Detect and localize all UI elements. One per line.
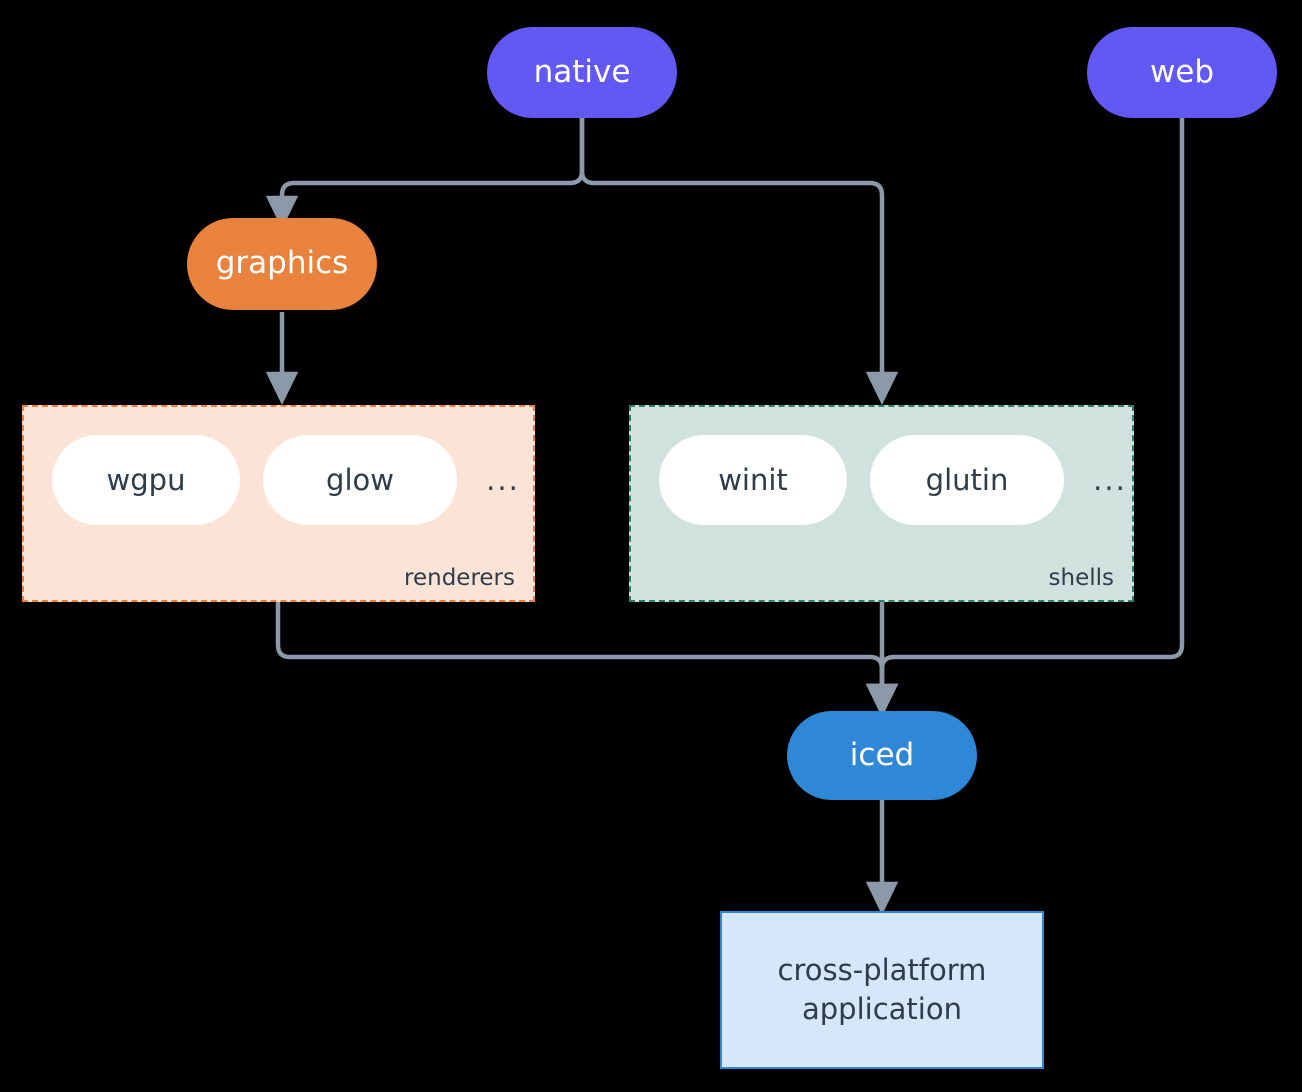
leaf-glutin[interactable]: glutin xyxy=(870,435,1064,525)
edge-renderers-to-iced xyxy=(275,601,899,718)
group-shells-caption: shells xyxy=(1049,565,1114,591)
group-shells: winit glutin ... shells xyxy=(629,405,1134,602)
leaf-glutin-label: glutin xyxy=(925,463,1009,497)
leaf-glow-label: glow xyxy=(326,463,394,497)
shells-overflow-ellipsis: ... xyxy=(1083,463,1137,497)
node-iced[interactable]: iced xyxy=(787,711,977,800)
node-graphics[interactable]: graphics xyxy=(187,218,377,310)
node-application-label: cross-platform application xyxy=(777,952,987,1026)
node-application[interactable]: cross-platform application xyxy=(720,911,1044,1069)
node-web[interactable]: web xyxy=(1087,27,1277,118)
node-graphics-label: graphics xyxy=(215,245,349,282)
shells-overflow-label: ... xyxy=(1093,463,1127,497)
renderers-overflow-label: ... xyxy=(486,463,520,497)
group-renderers-caption-label: renderers xyxy=(404,565,515,591)
leaf-winit-label: winit xyxy=(718,463,788,497)
leaf-wgpu-label: wgpu xyxy=(106,463,186,497)
node-native[interactable]: native xyxy=(487,27,677,118)
leaf-glow[interactable]: glow xyxy=(263,435,457,525)
group-shells-caption-label: shells xyxy=(1048,565,1114,591)
leaf-winit[interactable]: winit xyxy=(659,435,847,525)
group-renderers: wgpu glow ... renderers xyxy=(22,405,535,602)
renderers-overflow-ellipsis: ... xyxy=(476,463,530,497)
leaf-wgpu[interactable]: wgpu xyxy=(52,435,240,525)
node-native-label: native xyxy=(533,53,631,90)
node-web-label: web xyxy=(1149,53,1215,90)
edge-native-bus xyxy=(265,118,585,230)
group-renderers-caption: renderers xyxy=(404,565,515,591)
edge-native-to-shells xyxy=(579,118,899,406)
node-iced-label: iced xyxy=(849,736,915,773)
